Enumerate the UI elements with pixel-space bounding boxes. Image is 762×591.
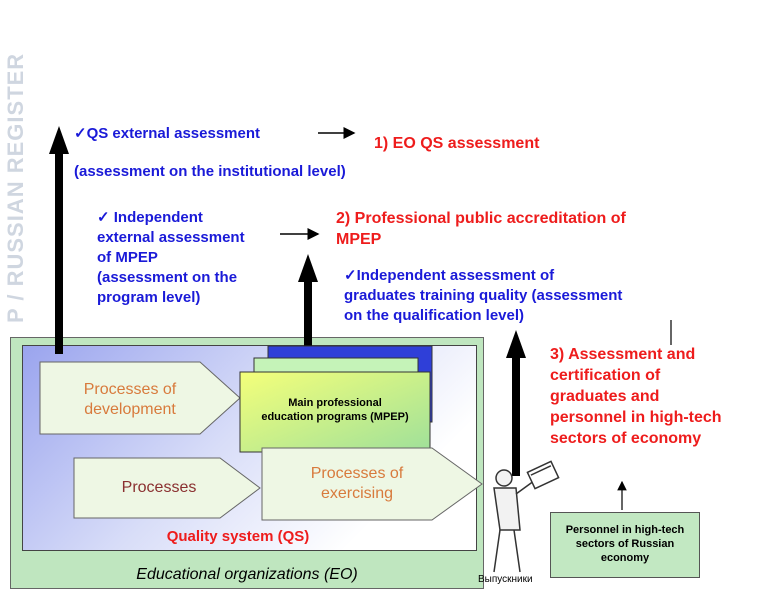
independent-external-assessment-label: ✓ Independent external assessment of MPE…	[97, 209, 245, 306]
qs-external-assessment-label: ✓QS external assessment	[74, 125, 260, 142]
graduates-label: Выпускники	[478, 574, 533, 585]
personnel-box: Personnel in high-tech sectors of Russia…	[550, 512, 700, 578]
eo-qs-assessment-label: 1) EO QS assessment	[374, 135, 540, 152]
processes-exercising-text: Processes of exercising	[310, 465, 404, 502]
arrow-mpep	[298, 254, 318, 380]
arrow-graduates	[506, 330, 526, 476]
professional-accreditation-label: 2) Professional public accreditation of …	[336, 210, 626, 248]
processes-text: Processes	[121, 479, 197, 496]
graduate-figure-icon	[493, 460, 560, 573]
arrow-eo-qs	[49, 126, 69, 354]
institutional-level-label: (assessment on the institutional level)	[74, 163, 346, 180]
mpep-card-front	[239, 371, 431, 453]
processes-development-shape	[39, 361, 241, 435]
processes-exercising-shape	[261, 447, 483, 521]
processes-shape	[73, 457, 261, 519]
educational-organizations-label: Educational organizations (EO)	[136, 566, 358, 583]
mpep-text: Main professional education programs (MP…	[261, 397, 409, 423]
processes-development-text: Processes of development	[83, 381, 177, 418]
certification-label: 3) Assessment and certification of gradu…	[550, 346, 722, 447]
graduates-assessment-label: ✓Independent assessment of graduates tra…	[344, 267, 623, 324]
quality-system-label: Quality system (QS)	[166, 528, 310, 545]
